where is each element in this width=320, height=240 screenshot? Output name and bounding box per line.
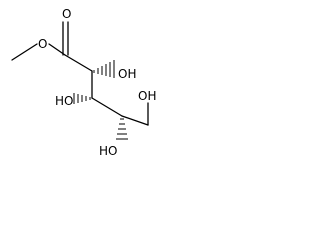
atom-label-hydroxyl-c2: OH	[118, 67, 136, 81]
bond-c1-c2	[64, 54, 93, 72]
skeleton-bonds	[11, 21, 149, 126]
atom-label-ester-oxygen: O	[38, 37, 47, 51]
bond-ester-oxygen-c1	[48, 43, 66, 56]
hashed-bond-c4-oh	[116, 118, 128, 140]
bond-c3-c4	[91, 97, 123, 117]
bond-methyl-ester-oxygen	[11, 43, 38, 61]
hashed-bond-c2-oh	[93, 60, 115, 78]
chemical-structure-drawing: O O OH HO HO OH	[11, 7, 156, 158]
atom-labels: O O OH HO HO OH	[38, 7, 156, 158]
atom-label-hydroxyl-c5: OH	[138, 89, 156, 103]
atom-label-hydroxyl-c4: HO	[99, 144, 117, 158]
atom-label-carbonyl-oxygen: O	[62, 7, 71, 21]
stereo-bonds	[73, 60, 128, 140]
atom-label-hydroxyl-c3: HO	[55, 94, 73, 108]
bond-c4-c5	[121, 115, 149, 126]
hashed-bond-c3-oh	[73, 93, 91, 104]
